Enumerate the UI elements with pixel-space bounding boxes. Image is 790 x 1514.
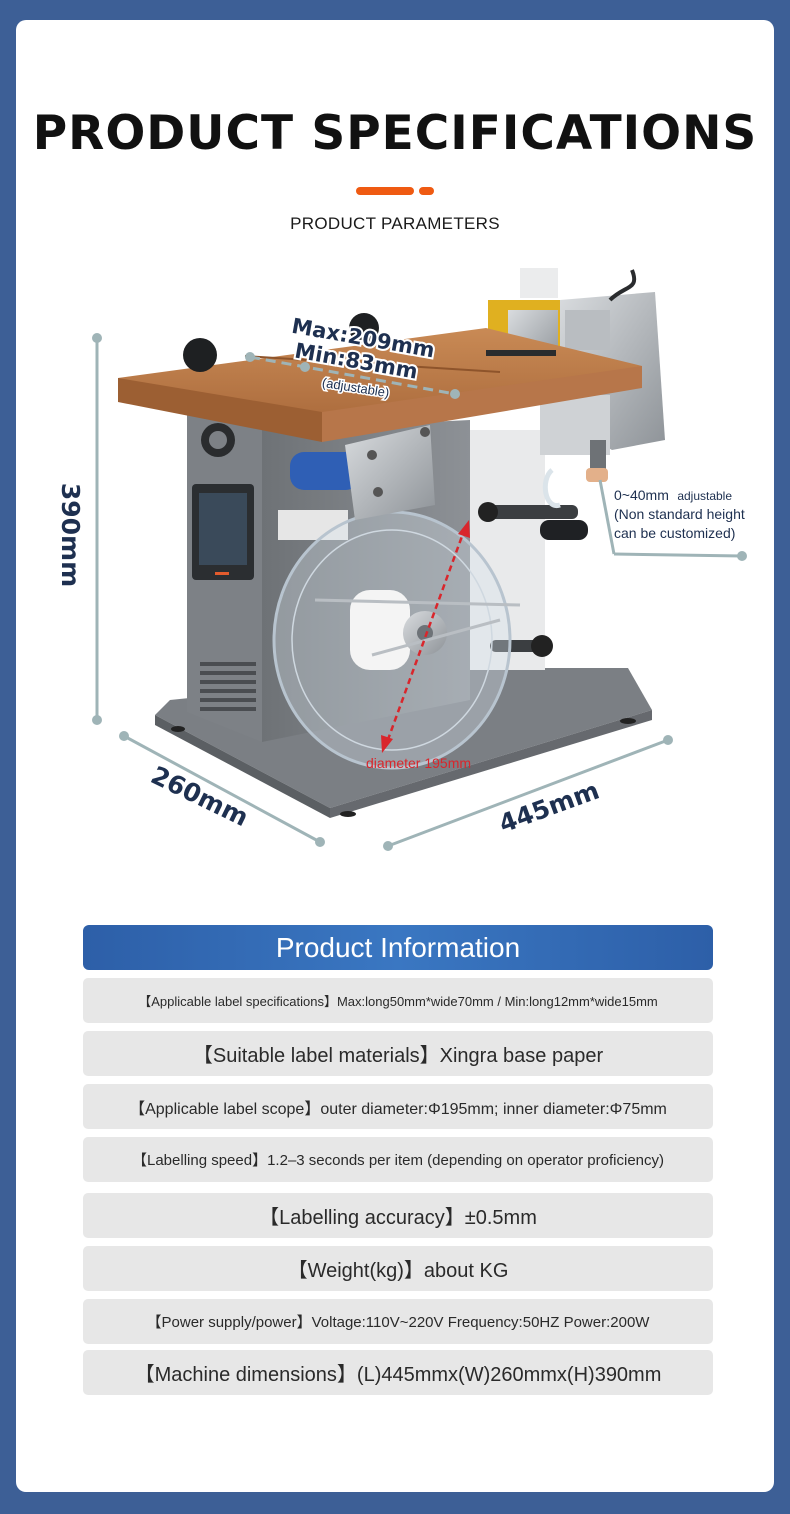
info-row-labelling-accuracy: 【Labelling accuracy】±0.5mm [83, 1193, 713, 1238]
height-note-line1: (Non standard height [614, 506, 745, 522]
page-title: PRODUCT SPECIFICATIONS [32, 106, 758, 161]
info-row-machine-dimensions: 【Machine dimensions】(L)445mmx(W)260mmx(H… [83, 1350, 713, 1395]
label-reel [272, 510, 521, 770]
clamp-plate [345, 425, 435, 520]
info-row-labelling-speed: 【Labelling speed】1.2–3 seconds per item … [83, 1137, 713, 1182]
info-row-label-scope: 【Applicable label scope】outer diameter:Φ… [83, 1084, 713, 1129]
accent-bar-long [356, 187, 414, 195]
diameter-label: diameter 195mm [366, 755, 471, 771]
info-row-label-materials: 【Suitable label materials】Xingra base pa… [83, 1031, 713, 1076]
height-label: 390mm [56, 483, 85, 587]
page-subtitle: PRODUCT PARAMETERS [290, 214, 500, 233]
info-row-label-specifications: 【Applicable label specifications】Max:lon… [83, 978, 713, 1023]
roller-assembly [278, 430, 588, 670]
info-row-weight: 【Weight(kg)】about KG [83, 1246, 713, 1291]
height-note-line2: can be customized) [614, 525, 735, 541]
accent-bar-short [419, 187, 434, 195]
height-adjust-range: 0~40mm [614, 487, 669, 503]
diameter-arrow [381, 520, 470, 753]
dimension-lines [92, 333, 747, 851]
info-row-power-supply: 【Power supply/power】Voltage:110V~220V Fr… [83, 1299, 713, 1344]
machine-illustration: 390mm 260mm 445mm Max:209mm Min:83mm (ad… [0, 250, 790, 870]
height-adjust-word: adjustable [677, 489, 732, 503]
product-info-header: Product Information [83, 925, 713, 970]
height-adjust-line: 0~40mm adjustable [614, 487, 732, 504]
